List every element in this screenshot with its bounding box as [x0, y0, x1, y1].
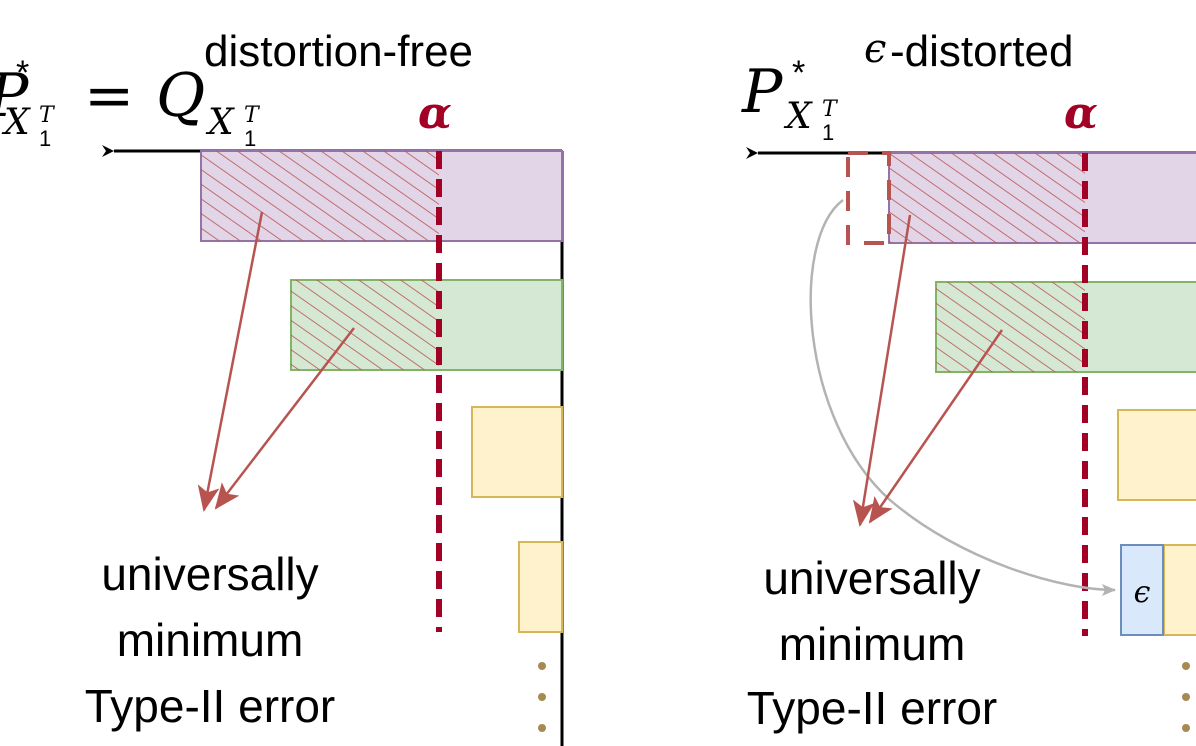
right-yellow-bar-2 — [1163, 544, 1196, 636]
left-formula-lhs-sub: X — [1, 102, 31, 143]
left-formula-lhs-star: * — [16, 54, 29, 92]
left-yellow-bar-1 — [471, 406, 563, 498]
right-title: -distorted — [890, 27, 1073, 76]
right-formula-lhs-subsup: T — [822, 97, 839, 122]
right-green-hatch — [936, 282, 1085, 372]
left-formula-lhs: P — [0, 61, 30, 131]
left-formula-rhs-subsub: 1 — [244, 126, 256, 151]
right-epsilon-box — [1120, 544, 1164, 636]
left-formula-equals: = — [84, 61, 134, 131]
left-alpha-label: α — [418, 88, 452, 139]
right-formula-lhs-star: * — [792, 54, 805, 92]
right-ellipsis-dot-3 — [1182, 724, 1190, 732]
right-red-arrow-1 — [852, 214, 912, 527]
right-caption-line-1: universally — [763, 552, 980, 604]
left-formula-rhs-subsup: T — [244, 103, 261, 128]
left-green-hatch — [291, 280, 439, 370]
right-yellow-bar-1 — [1117, 409, 1196, 501]
right-alpha-label: α — [1064, 88, 1098, 139]
left-formula-lhs-subsup: T — [39, 103, 56, 128]
right-title-epsilon: ϵ — [864, 26, 886, 72]
left-caption-line-1: universally — [101, 548, 318, 600]
left-caption-line-2: minimum — [117, 614, 304, 666]
left-formula-rhs: Q — [156, 61, 205, 131]
right-red-arrow-2 — [868, 329, 1004, 524]
right-epsilon-box-label: ϵ — [1134, 575, 1151, 610]
left-ellipsis-dot-3 — [538, 724, 546, 732]
left-title: distortion-free — [204, 27, 473, 76]
right-formula-lhs-subsub: 1 — [822, 120, 834, 145]
right-formula-lhs-sub: X — [783, 96, 813, 137]
left-purple-hatch — [201, 151, 439, 241]
right-caption-line-2: minimum — [779, 618, 966, 670]
left-red-arrow-2 — [214, 327, 355, 510]
right-caption-line-3: Type-II error — [747, 682, 998, 734]
right-epsilon-slot — [846, 151, 891, 245]
left-ellipsis-dot-1 — [538, 662, 546, 670]
right-ellipsis-dot-1 — [1182, 662, 1190, 670]
left-formula-rhs-sub: X — [205, 102, 235, 143]
left-ellipsis-dot-2 — [538, 693, 546, 701]
left-panel: P * X 1 T = Q X 1 T distortion-free α — [0, 27, 564, 746]
left-formula-lhs-subsub: 1 — [39, 126, 51, 151]
left-yellow-bar-2 — [518, 541, 563, 633]
right-panel: ϵ -distorted P * X 1 T α ϵ — [741, 26, 1196, 734]
right-gray-curve-arrow — [809, 199, 1116, 596]
left-caption-line-3: Type-II error — [85, 680, 336, 732]
right-purple-hatch — [889, 153, 1085, 243]
right-formula-lhs: P — [741, 57, 784, 127]
left-red-arrow-1 — [197, 211, 264, 512]
right-ellipsis-dot-2 — [1182, 693, 1190, 701]
